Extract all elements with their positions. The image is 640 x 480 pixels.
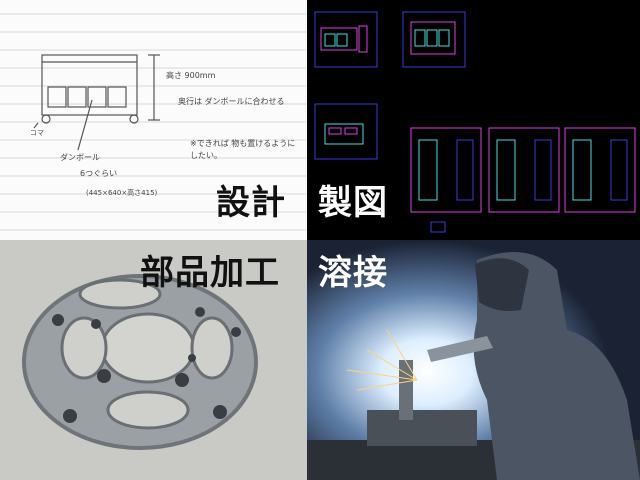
height-note: 高さ 900mm <box>166 71 216 80</box>
machined-plate <box>22 274 258 450</box>
size-note: (445×640×高さ415) <box>86 189 158 197</box>
machined-part-photo <box>0 240 307 480</box>
welding-photo <box>307 240 640 480</box>
caster-note: コマ <box>30 129 44 137</box>
wish-note: ※できれば 物も置けるようにしたい。 <box>190 139 296 160</box>
welding-scene <box>307 240 640 480</box>
lined-paper-sketch <box>0 13 307 231</box>
cad-drawing-screen <box>307 0 640 240</box>
depth-note: 奥行は ダンボールに合わせる <box>178 97 285 106</box>
cad-drawing <box>314 11 636 233</box>
caption-machining: 部品加工 <box>140 253 280 293</box>
box-note: ダンボール <box>60 153 100 162</box>
caption-welding: 溶接 <box>318 253 388 293</box>
caption-drafting: 製図 <box>318 183 388 223</box>
design-sketch-photo: 高さ 900mm 奥行は ダンボールに合わせる ※できれば 物も置けるようにした… <box>0 0 307 240</box>
count-note: 6つぐらい <box>80 169 118 178</box>
caption-design: 設計 <box>216 183 286 223</box>
